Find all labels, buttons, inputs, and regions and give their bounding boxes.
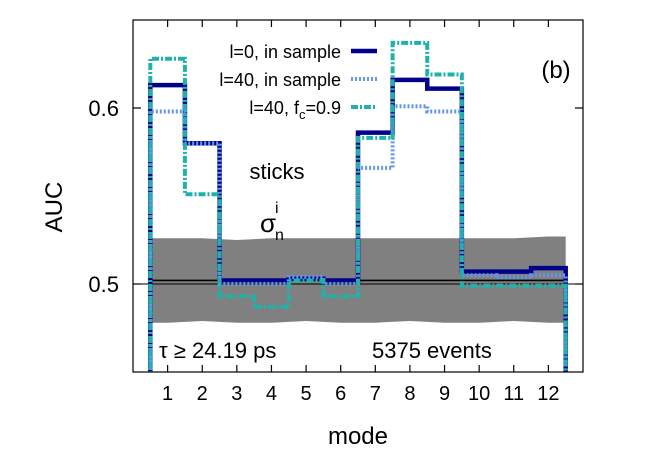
x-tick-label-10: 10 xyxy=(468,383,490,405)
x-tick-label-7: 7 xyxy=(370,383,381,405)
legend-label-l40-fc-suffix: =0.9 xyxy=(305,98,341,118)
y-axis-ticks: 0.5 0.6 xyxy=(88,96,583,297)
x-tick-label-2: 2 xyxy=(197,383,208,405)
legend-label-l40-fc-sub: c xyxy=(299,107,306,122)
tau-annotation: τ ≥ 24.19 ps xyxy=(159,338,276,363)
events-annotation: 5375 events xyxy=(372,338,492,363)
y-tick-label-0: 0.5 xyxy=(88,272,119,297)
sigma-subscript: n xyxy=(275,227,284,244)
x-tick-label-5: 5 xyxy=(301,383,312,405)
series-line-3 xyxy=(148,40,568,372)
panel-label: (b) xyxy=(541,57,570,84)
sigma-symbol: σ xyxy=(260,208,276,238)
x-tick-label-6: 6 xyxy=(335,383,346,405)
x-tick-label-12: 12 xyxy=(537,383,559,405)
y-axis-label: AUC xyxy=(41,182,68,233)
plot-frame xyxy=(132,19,584,373)
y-tick-label-1: 0.6 xyxy=(88,96,119,121)
x-axis-label: mode xyxy=(328,423,388,450)
x-tick-label-4: 4 xyxy=(266,383,277,405)
sigma-annotation: σ n i xyxy=(260,200,284,244)
sticks-annotation: sticks xyxy=(250,159,305,184)
legend-label-l0: l=0, in sample xyxy=(229,42,341,62)
x-tick-label-11: 11 xyxy=(503,383,524,405)
series-group xyxy=(148,40,568,372)
x-tick-label-3: 3 xyxy=(231,383,242,405)
legend: l=0, in sample l=40, in sample l=40, fc=… xyxy=(219,42,377,122)
legend-label-l40-fc-prefix: l=40, f xyxy=(249,98,300,118)
legend-label-l40: l=40, in sample xyxy=(219,70,341,90)
x-tick-label-9: 9 xyxy=(439,383,450,405)
sigma-superscript: i xyxy=(275,200,279,217)
x-tick-label-8: 8 xyxy=(404,383,415,405)
legend-label-l40-fc: l=40, fc=0.9 xyxy=(249,98,341,122)
x-tick-label-1: 1 xyxy=(162,383,173,405)
